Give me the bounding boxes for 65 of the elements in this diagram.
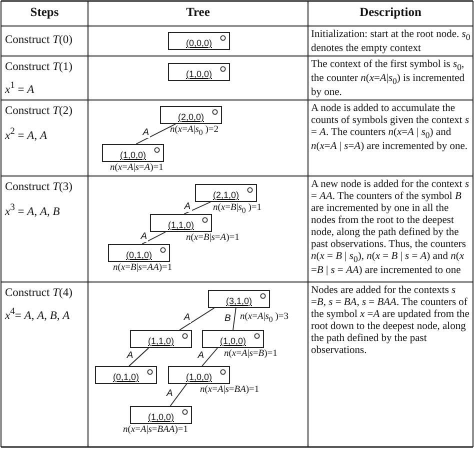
counter-label: n(x=A|s=B)=1	[224, 349, 278, 360]
tree-node-box	[108, 244, 170, 262]
step-label: x$^{1}$ = A	[5, 80, 36, 96]
node-counts: (3,1,0)	[224, 296, 253, 306]
column-header: Description	[358, 6, 422, 18]
tree-node-box	[130, 330, 192, 348]
counter-label: n(x=A|s=A)=1	[110, 163, 164, 174]
node-counts: (0,1,0)	[124, 250, 153, 260]
edge-label: A	[183, 202, 192, 212]
counter-label: n(x=A|s=BAA)=1	[123, 425, 188, 436]
step-label: Construct T(3)	[5, 181, 74, 193]
tree-node-box	[195, 184, 257, 202]
edge-label: A	[182, 313, 192, 323]
node-counts: (2,1,0)	[212, 190, 240, 200]
tree-node-box	[168, 63, 230, 81]
column-header: Steps	[29, 6, 60, 18]
tree-node-box	[130, 406, 192, 424]
column-header: Tree	[185, 6, 211, 18]
node-counts: (1,1,0)	[166, 220, 195, 230]
tree-branch-line	[202, 348, 218, 366]
edge-label: A	[165, 389, 174, 399]
counter-label: n(x=A|s$_{0}$ )=2	[170, 125, 219, 138]
description-text: A new node is added for the context s = AA. The counters of the symbol B are incremented by one in all the nodes from the root to the deepest node, along the path defined by the past observations. Thus, the counters n(x = B | s$_{0}$), n(x = B | s = A) and n(x =B | s = AA) are incremented to one	[311, 179, 470, 278]
tree-branch-line	[232, 308, 236, 330]
tree-node-box	[168, 366, 230, 384]
node-counts: (0,1,0)	[112, 372, 140, 382]
node-counts: (1,0,0)	[184, 69, 213, 79]
counter-label: n(x=B|s=AA)=1	[113, 263, 172, 274]
tree-node-box	[168, 32, 230, 50]
edge-label: A	[196, 351, 206, 361]
node-counts: (2,0,0)	[176, 112, 205, 122]
step-label: Construct T(4)	[5, 287, 74, 299]
tree-node-box	[102, 144, 164, 162]
edge-label: A	[140, 232, 148, 242]
node-counts: (1,0,0)	[184, 372, 213, 382]
step-label: Construct T(2)	[5, 105, 74, 117]
node-counts: (1,0,0)	[118, 150, 147, 160]
description-text: The context of the first symbol is s$_{0}$, the counter n(x=A|s$_{0}$) is incremented by one.	[311, 59, 466, 100]
step-label: Construct T(0)	[5, 34, 74, 46]
node-counts: (1,1,0)	[146, 336, 175, 346]
edge-label: B	[223, 314, 232, 324]
node-counts: (0,0,0)	[184, 38, 213, 48]
tree-node-box	[202, 330, 264, 348]
node-counts: (1,0,0)	[146, 412, 175, 422]
counter-label: n(x=A|s$_{0}$ )=3	[240, 312, 289, 325]
step-label: Construct T(1)	[5, 61, 74, 73]
tree-node-box	[95, 366, 157, 384]
tree-branch-line	[128, 348, 150, 366]
tree-node-box	[150, 214, 212, 232]
description-text: Nodes are added for the contexts s =B, s = BA, s = BAA. The counters of the symbol x =A are updated from the root down to the deepest node, along the path defined by the past observations.	[311, 285, 470, 357]
step-label: x$^{2}$ = A, A	[5, 126, 48, 142]
counter-label: n(x=B|s$_{0}$ )=1	[213, 203, 262, 216]
edge-label: A	[126, 351, 134, 361]
description-text: A node is added to accumulate the counts of symbols given the context s = A. The counters n(x=A | s$_{0}$) and n(x=A | s=A) are incremented by one.	[311, 103, 470, 154]
step-label: x$^{4}$= A, A, B, A	[5, 306, 71, 322]
tree-branch-line	[136, 124, 176, 144]
step-label: x$^{3}$ = A, A, B	[5, 202, 61, 218]
edge-label: A	[142, 128, 150, 138]
tree-node-box	[208, 290, 270, 308]
tree-node-box	[160, 106, 222, 124]
counter-label: n(x=B|s=A)=1	[186, 233, 240, 244]
node-counts: (1,0,0)	[218, 336, 247, 346]
tree-branch-line	[170, 384, 188, 406]
counter-label: n(x=A|s=BA)=1	[200, 385, 260, 396]
tree-branch-line	[179, 308, 215, 330]
